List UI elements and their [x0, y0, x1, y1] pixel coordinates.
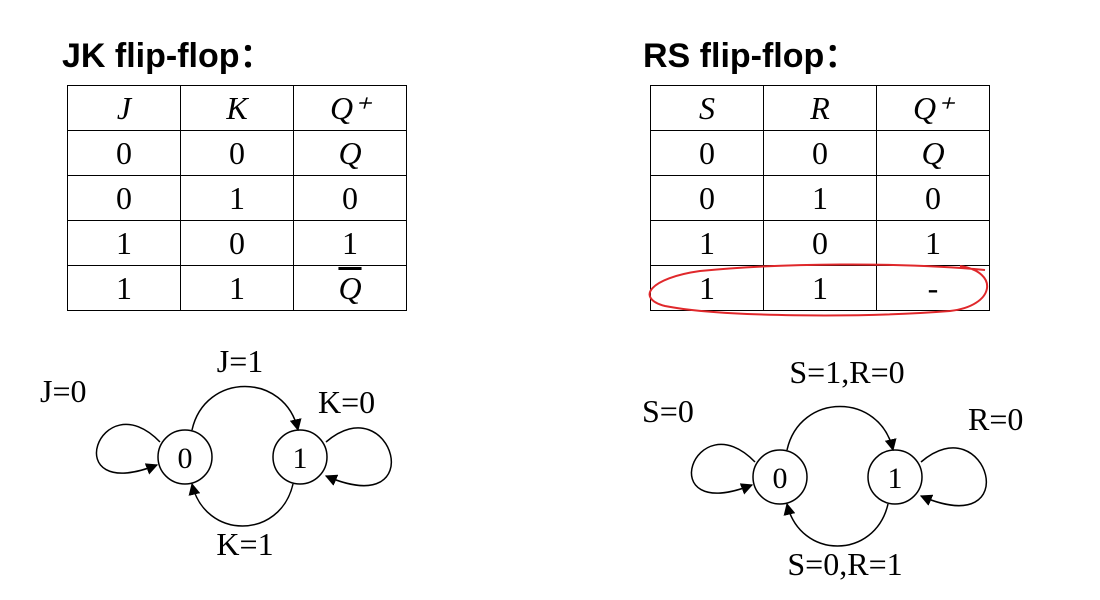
- jk-state-1-label: 1: [293, 442, 308, 475]
- cell: 1: [67, 265, 181, 311]
- cell-q-bar: Q: [293, 265, 407, 311]
- table-row: 1 1 -: [650, 265, 990, 311]
- jk-state-0-node: [157, 429, 213, 485]
- cell: 0: [650, 130, 764, 176]
- rs-label-s0r1: S=0,R=1: [787, 546, 902, 582]
- rs-arrow-1-to-0: [783, 502, 889, 547]
- cell: 0: [876, 175, 990, 221]
- jk-label-j0: J=0: [40, 373, 87, 409]
- rs-label-r0: R=0: [968, 401, 1023, 437]
- rs-label-s0: S=0: [642, 393, 694, 429]
- rs-state-0-node: [752, 449, 808, 505]
- cell: -: [876, 265, 990, 311]
- red-highlight-ellipse: [648, 263, 989, 317]
- table-row: 1 0 1: [67, 220, 407, 266]
- table-row: 1 0 1: [650, 220, 990, 266]
- header-qplus: Q⁺: [293, 85, 407, 131]
- rs-label-s1r0: S=1,R=0: [789, 354, 904, 390]
- header-r: R: [763, 85, 877, 131]
- cell: 1: [180, 175, 294, 221]
- rs-state-1-label: 1: [888, 462, 903, 495]
- jk-truth-table: J K Q⁺ 0 0 Q 0 1 0 1 0 1 1 1 Q: [67, 85, 407, 311]
- cell: 1: [67, 220, 181, 266]
- cell: 0: [650, 175, 764, 221]
- jk-label-k0: K=0: [318, 384, 375, 420]
- cell: 1: [293, 220, 407, 266]
- rs-title: RS flip-flop：: [643, 37, 859, 75]
- table-row: 0 0 Q: [67, 130, 407, 176]
- table-header-row: S R Q⁺: [650, 85, 990, 131]
- jk-state-0-label: 0: [178, 442, 193, 475]
- rs-state-0-label: 0: [773, 462, 788, 495]
- jk-arrow-0-to-1: [191, 385, 302, 432]
- cell: 1: [650, 265, 764, 311]
- jk-arrow-1-to-0: [188, 482, 294, 527]
- rs-state-diagram: 0 1 S=1,R=0 S=0,R=1 S=0 R=0: [642, 354, 1023, 582]
- cell: 1: [763, 175, 877, 221]
- cell: 0: [67, 175, 181, 221]
- table-row: 1 1 Q: [67, 265, 407, 311]
- rs-arrow-0-to-1: [786, 405, 897, 452]
- jk-label-k1: K=1: [216, 526, 273, 562]
- jk-title: JK flip-flop：: [62, 37, 274, 75]
- header-qplus: Q⁺: [876, 85, 990, 131]
- cell: 1: [763, 265, 877, 311]
- table-row: 0 1 0: [67, 175, 407, 221]
- jk-state-diagram: 0 1 J=1 K=1 J=0 K=0: [40, 343, 392, 562]
- rs-truth-table: S R Q⁺ 0 0 Q 0 1 0 1 0 1 1 1 -: [650, 85, 990, 311]
- table-header-row: J K Q⁺: [67, 85, 407, 131]
- jk-self-loop-0: [95, 423, 161, 475]
- cell: 1: [180, 265, 294, 311]
- jk-label-j1: J=1: [217, 343, 264, 379]
- cell: 1: [650, 220, 764, 266]
- rs-self-loop-1: [919, 447, 987, 507]
- rs-self-loop-0: [690, 443, 756, 495]
- header-j: J: [67, 85, 181, 131]
- jk-self-loop-1: [324, 427, 392, 487]
- table-row: 0 1 0: [650, 175, 990, 221]
- cell: Q: [293, 130, 407, 176]
- cell: Q: [876, 130, 990, 176]
- cell: 0: [763, 220, 877, 266]
